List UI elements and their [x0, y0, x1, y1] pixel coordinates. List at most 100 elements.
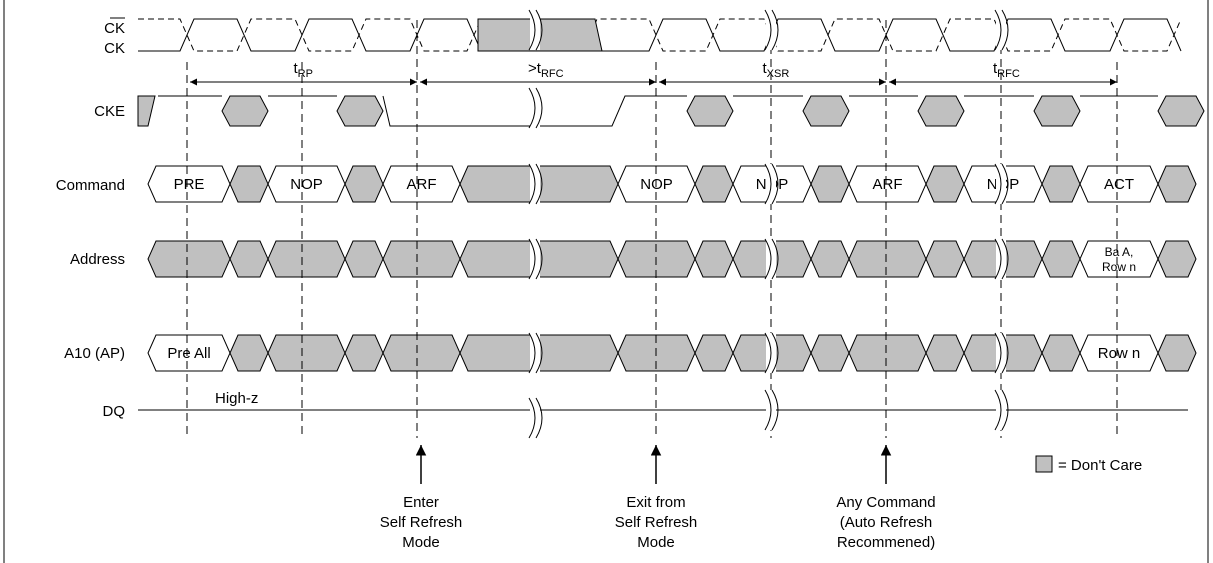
a10-cell-text: Pre All — [167, 345, 210, 362]
timing-label: >tRFC — [528, 60, 564, 80]
break-mark — [994, 163, 1002, 205]
break-marks — [528, 9, 1009, 439]
break-mark — [535, 9, 543, 51]
break-mark — [994, 238, 1002, 280]
timing-annotations: tRP >tRFC tXSR tRFC — [190, 60, 1117, 86]
command-bus: PRENOPARFNOPNOPARFNOPACT — [147, 165, 1197, 203]
break-mark — [528, 332, 536, 374]
break-mark — [1001, 163, 1009, 205]
break-mark — [764, 238, 772, 280]
dont-care-cell — [1157, 165, 1197, 203]
break-mark — [528, 397, 536, 439]
break-mark — [535, 397, 543, 439]
break-mark — [535, 238, 543, 280]
address-cell-text: Ba A, — [1105, 245, 1134, 259]
dq-high-z-label: High-z — [215, 390, 258, 407]
ck-label: CK — [104, 40, 125, 57]
break-mark — [1001, 238, 1009, 280]
timing-label: tRP — [294, 60, 313, 80]
cke-label: CKE — [94, 103, 125, 120]
event-annotation-line: Recommened) — [837, 534, 935, 551]
cke-dont-care — [221, 95, 269, 127]
command-cell-text: NOP — [290, 176, 323, 193]
cke-self-refresh — [382, 95, 687, 127]
dont-care-cell — [1041, 240, 1081, 278]
break-mark — [771, 9, 779, 51]
command-cell-text: ARF — [873, 176, 903, 193]
break-mark — [1001, 9, 1009, 51]
dont-care-cell — [344, 240, 384, 278]
event-annotation-line: Self Refresh — [615, 514, 698, 531]
dont-care-cell — [925, 165, 965, 203]
command-label: Command — [56, 177, 125, 194]
cke-dont-care — [686, 95, 734, 127]
break-mark — [528, 163, 536, 205]
dont-care-cell — [382, 240, 461, 278]
dont-care-cell — [810, 240, 850, 278]
a10-label: A10 (AP) — [64, 345, 125, 362]
cke-dont-care — [137, 95, 156, 127]
dont-care-cell — [810, 334, 850, 372]
break-mark — [535, 87, 543, 129]
dont-care-cell — [1041, 165, 1081, 203]
timing-label: tRFC — [993, 60, 1020, 80]
break-mark — [771, 332, 779, 374]
cke-dont-care — [1157, 95, 1205, 127]
dont-care-cell — [267, 334, 346, 372]
break-mark — [764, 163, 772, 205]
a10-bus: Pre All Row n — [147, 334, 1197, 372]
cke-dont-care — [1033, 95, 1081, 127]
break-mark — [528, 9, 536, 51]
command-cell-text: ACT — [1104, 176, 1134, 193]
a10-cell-text: Row n — [1098, 345, 1141, 362]
break-mark — [535, 332, 543, 374]
break-mark — [771, 163, 779, 205]
dont-care-cell — [147, 240, 231, 278]
dont-care-cell — [344, 165, 384, 203]
cke-waveform — [137, 95, 1205, 127]
dont-care-cell — [1157, 240, 1197, 278]
event-annotation-line: Mode — [402, 534, 440, 551]
break-mark — [1001, 332, 1009, 374]
break-mark — [764, 389, 772, 431]
timing-label: tXSR — [763, 60, 790, 80]
dont-care-cell — [848, 240, 927, 278]
reference-lines — [186, 20, 1118, 438]
dont-care-cell — [810, 165, 850, 203]
dont-care-cell — [694, 165, 734, 203]
ck-bar-label: CK — [104, 20, 125, 37]
dont-care-cell — [382, 334, 461, 372]
address-cell-text: Row n — [1102, 260, 1136, 274]
break-mark — [771, 238, 779, 280]
break-mark — [994, 9, 1002, 51]
cke-dont-care — [917, 95, 965, 127]
event-annotation-line: (Auto Refresh — [840, 514, 933, 531]
address-label: Address — [70, 251, 125, 268]
event-annotation-line: Enter — [403, 494, 439, 511]
legend-label: = Don't Care — [1058, 457, 1142, 474]
event-annotation-line: Exit from — [626, 494, 685, 511]
clock-waveform — [138, 18, 1182, 52]
event-annotation-line: Self Refresh — [380, 514, 463, 531]
dont-care-cell — [267, 240, 346, 278]
dont-care-cell — [1041, 334, 1081, 372]
break-mark — [994, 332, 1002, 374]
break-mark — [1001, 389, 1009, 431]
break-mark — [528, 238, 536, 280]
break-mark — [994, 389, 1002, 431]
dont-care-cell — [694, 334, 734, 372]
cke-dont-care — [336, 95, 384, 127]
dont-care-cell — [229, 334, 269, 372]
ck-bar-trace — [138, 18, 1182, 52]
dont-care-cell — [344, 334, 384, 372]
event-annotation-line: Mode — [637, 534, 675, 551]
break-mark — [764, 332, 772, 374]
dont-care-cell — [229, 240, 269, 278]
break-mark — [528, 87, 536, 129]
dq-label: DQ — [103, 403, 126, 420]
command-cell-text: ARF — [407, 176, 437, 193]
break-mark — [764, 9, 772, 51]
break-mark — [535, 163, 543, 205]
